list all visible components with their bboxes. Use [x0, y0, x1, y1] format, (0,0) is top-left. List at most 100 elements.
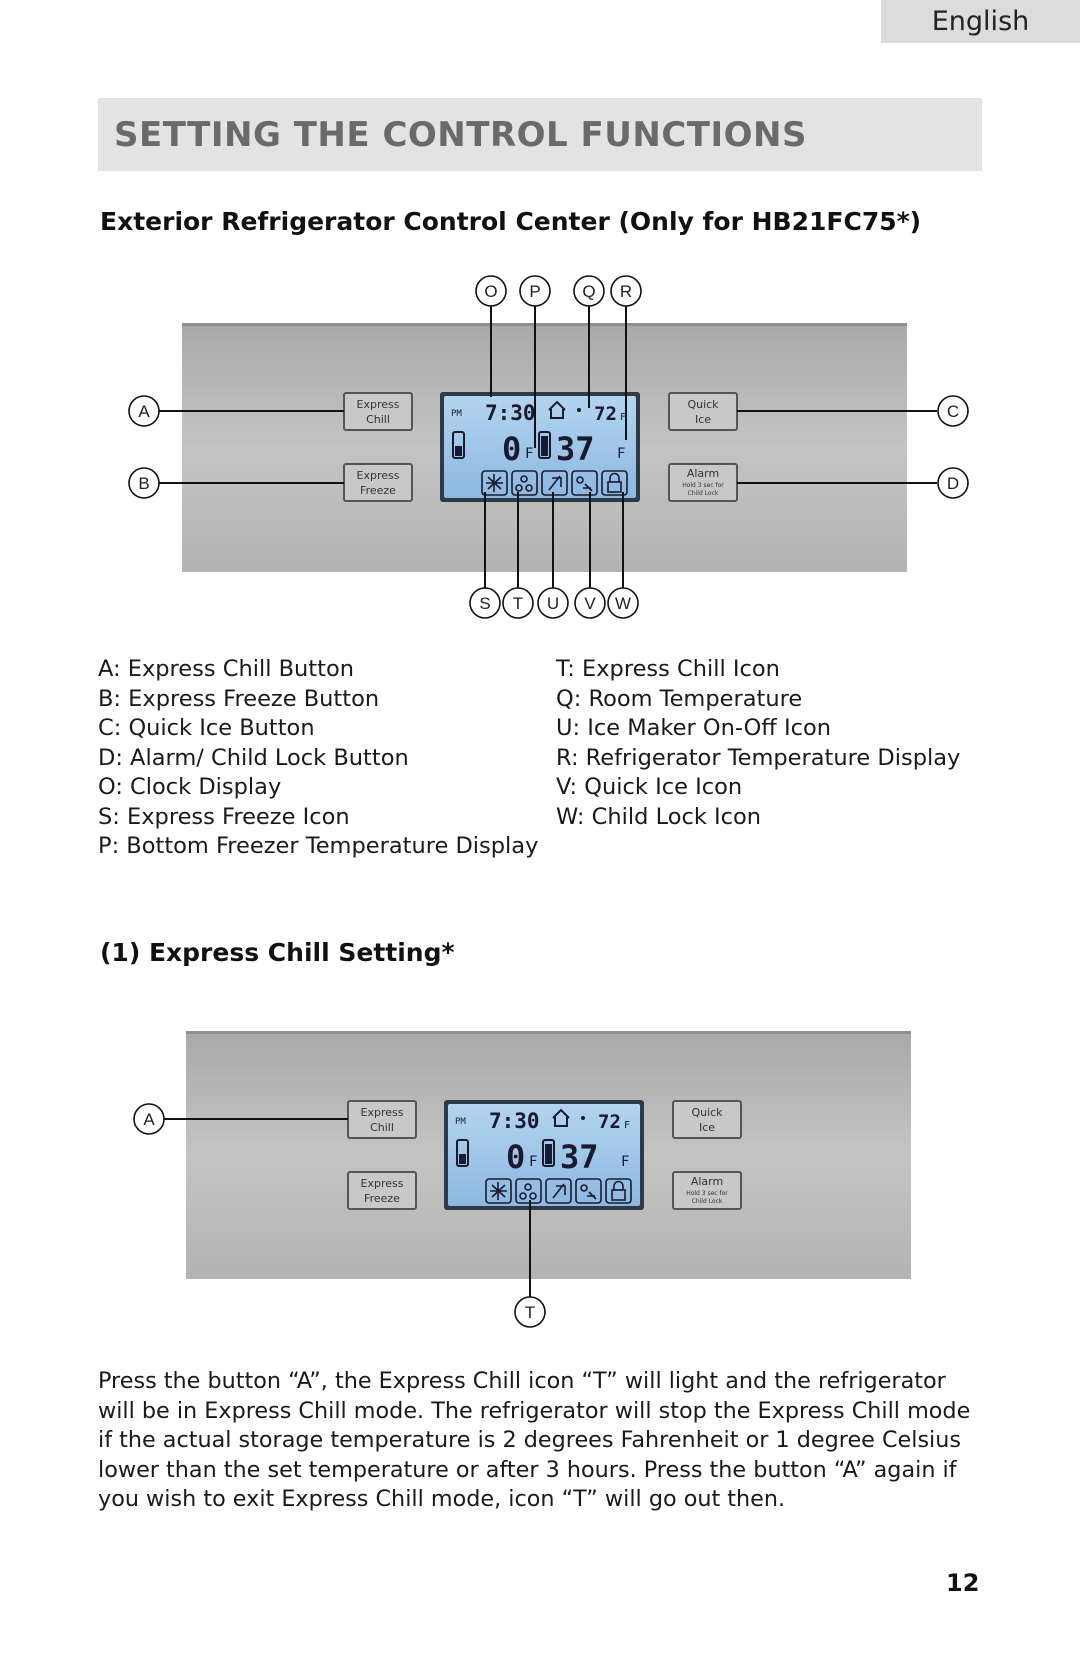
svg-text:R: R	[620, 282, 632, 301]
freezer-icon	[452, 431, 465, 459]
svg-text:A: A	[138, 402, 150, 421]
lcd-fridge-temp: 37	[560, 1138, 599, 1176]
express-chill-button[interactable]: Express Chill	[343, 392, 413, 431]
express-chill-label-1: Express	[357, 398, 400, 411]
express-freeze-icon	[485, 1178, 512, 1204]
callout-u: U	[537, 587, 569, 619]
callout-a: A	[128, 395, 160, 427]
svg-text:P: P	[529, 282, 540, 301]
quick-ice-button[interactable]: Quick Ice	[668, 392, 738, 431]
legend-item: O: Clock Display	[98, 774, 282, 800]
control-panel-diagram: Express Chill Express Freeze Quick Ice A…	[128, 275, 969, 619]
alarm-label-1: Alarm	[691, 1175, 723, 1188]
legend-item: S: Express Freeze Icon	[98, 803, 350, 830]
callout-c: C	[937, 395, 969, 427]
quick-ice-button[interactable]: Quick Ice	[672, 1100, 742, 1139]
svg-text:U: U	[547, 594, 559, 613]
lcd-pm: PM	[455, 1117, 466, 1127]
section-heading-express-chill: (1) Express Chill Setting*	[100, 938, 455, 967]
quick-ice-label-2: Ice	[695, 413, 711, 426]
express-freeze-button[interactable]: Express Freeze	[347, 1171, 417, 1210]
legend-item: Q: Room Temperature	[556, 685, 803, 712]
svg-text:A: A	[143, 1110, 155, 1129]
house-icon	[548, 400, 566, 419]
child-lock-icon	[605, 1178, 632, 1204]
express-chill-label-2: Chill	[370, 1121, 394, 1134]
alarm-child-lock-button[interactable]: Alarm Hold 3 sec for Child Lock	[668, 463, 738, 502]
svg-text:T: T	[525, 1303, 535, 1322]
svg-text:O: O	[484, 282, 497, 301]
callout-r: R	[610, 275, 642, 307]
express-chill-icon	[511, 470, 538, 496]
svg-text:V: V	[584, 594, 596, 613]
legend-item: P: Bottom Freezer Temperature Display	[98, 833, 539, 859]
lcd-display: PM 7:30 72 F 0 F 37 F	[440, 392, 640, 502]
callout-t: T	[502, 587, 534, 619]
page-number: 12	[946, 1569, 980, 1597]
express-freeze-label-2: Freeze	[364, 1192, 400, 1205]
ice-maker-icon	[545, 1178, 572, 1204]
callout-a: A	[133, 1103, 165, 1135]
legend-item: W: Child Lock Icon	[556, 803, 762, 830]
lcd-fridge-temp: 37	[556, 430, 595, 468]
svg-text:T: T	[513, 594, 523, 613]
lcd-clock: 7:30	[485, 401, 536, 425]
svg-text:S: S	[479, 594, 490, 613]
title-band: SETTING THE CONTROL FUNCTIONS	[98, 98, 982, 171]
express-chill-label-2: Chill	[366, 413, 390, 426]
lcd-freezer-temp: 0	[502, 430, 521, 468]
lcd-display: PM 7:30 72 F 0 F 37 F	[444, 1100, 644, 1210]
quick-ice-label-1: Quick	[687, 398, 719, 411]
legend-left: A: Express Chill Button B: Express Freez…	[98, 655, 538, 862]
express-chill-label-1: Express	[361, 1106, 404, 1119]
legend-item: U: Ice Maker On-Off Icon	[556, 715, 831, 741]
alarm-label-1: Alarm	[687, 467, 719, 480]
callout-q: Q	[573, 275, 605, 307]
legend-item: B: Express Freeze Button	[98, 685, 380, 712]
svg-text:W: W	[615, 594, 631, 613]
callout-b: B	[128, 467, 160, 499]
lcd-pm: PM	[451, 409, 462, 419]
legend-item: R: Refrigerator Temperature Display	[556, 744, 961, 771]
legend-item: T: Express Chill Icon	[556, 656, 780, 682]
alarm-child-lock-button[interactable]: Alarm Hold 3 sec for Child Lock	[672, 1171, 742, 1210]
lcd-room-temp: 72	[598, 1111, 621, 1133]
express-freeze-label-1: Express	[357, 469, 400, 482]
svg-text:B: B	[138, 474, 149, 493]
quick-ice-label-2: Ice	[699, 1121, 715, 1134]
callout-v: V	[574, 587, 606, 619]
express-freeze-label-2: Freeze	[360, 484, 396, 497]
callout-d: D	[937, 467, 969, 499]
callout-s: S	[469, 587, 501, 619]
callout-o: O	[475, 275, 507, 307]
alarm-label-3: Child Lock	[688, 490, 719, 497]
language-tab: English	[881, 0, 1080, 43]
callout-t: T	[514, 1296, 546, 1328]
quick-ice-label-1: Quick	[691, 1106, 723, 1119]
svg-text:D: D	[947, 474, 959, 493]
fridge-icon	[538, 431, 551, 459]
express-freeze-button[interactable]: Express Freeze	[343, 463, 413, 502]
freezer-icon	[456, 1139, 469, 1167]
quick-ice-icon	[575, 1178, 602, 1204]
express-freeze-icon	[481, 470, 508, 496]
express-chill-description: Press the button “A”, the Express Chill …	[98, 1368, 971, 1513]
lcd-room-temp: 72	[594, 403, 617, 425]
express-chill-button[interactable]: Express Chill	[347, 1100, 417, 1139]
fridge-icon	[542, 1139, 555, 1167]
express-chill-icon	[515, 1178, 542, 1204]
lcd-freezer-temp: 0	[506, 1138, 525, 1176]
alarm-label-2: Hold 3 sec for	[682, 482, 724, 489]
section-heading-control-center: Exterior Refrigerator Control Center (On…	[100, 207, 922, 236]
legend-item: A: Express Chill Button	[98, 656, 354, 682]
express-chill-diagram: Express Chill Express Freeze Quick Ice A…	[133, 1031, 911, 1328]
lcd-room-unit: F	[620, 412, 626, 423]
ice-maker-icon	[541, 470, 568, 496]
lcd-fridge-unit: F	[617, 446, 625, 462]
house-icon	[552, 1108, 570, 1127]
lcd-fridge-unit: F	[621, 1154, 629, 1170]
alarm-label-2: Hold 3 sec for	[686, 1190, 728, 1197]
express-freeze-label-1: Express	[361, 1177, 404, 1190]
legend-item: C: Quick Ice Button	[98, 715, 315, 741]
callout-p: P	[519, 275, 551, 307]
